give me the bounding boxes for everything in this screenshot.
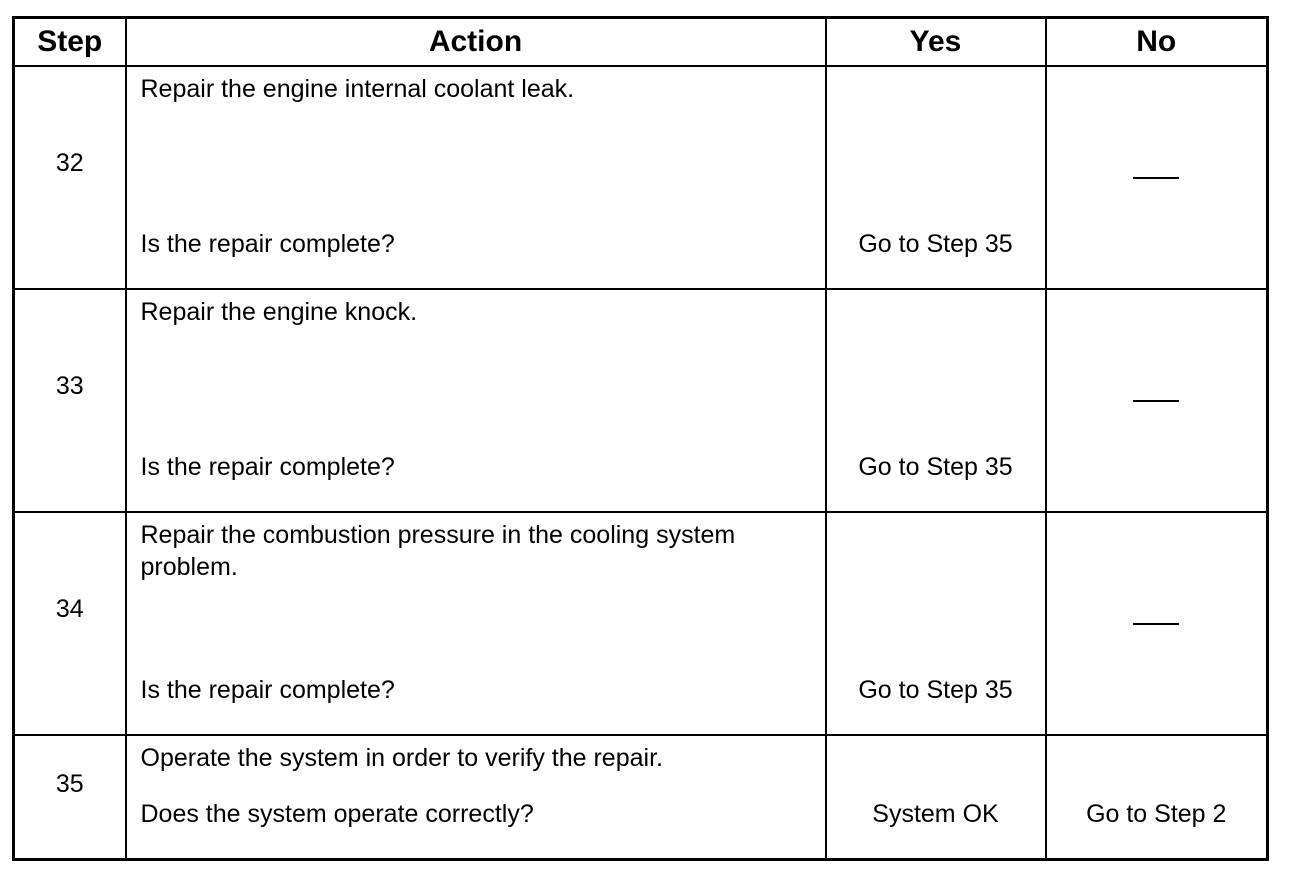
diagnostic-table: Step Action Yes No 32 Repair the engine … [12,16,1269,861]
header-row: Step Action Yes No [12,16,1269,67]
yes-result: Go to Step 35 [858,230,1013,258]
table-row-step-35: 35 Operate the system in order to verify… [12,734,1269,861]
action-cell: Repair the engine knock. Is the repair c… [124,288,827,513]
action-cell: Repair the engine internal coolant leak.… [124,65,827,290]
action-question: Does the system operate correctly? [140,800,534,828]
step-number: 32 [55,149,84,177]
no-result-dash [1133,622,1180,625]
header-yes: Yes [824,16,1047,67]
yes-result: System OK [872,800,999,828]
table-body: 32 Repair the engine internal coolant le… [12,65,1269,861]
yes-cell: System OK [824,734,1047,861]
header-step: Step [12,16,127,67]
step-cell: 35 [12,734,127,861]
no-cell [1044,511,1269,736]
step-number: 34 [55,595,84,623]
action-question: Is the repair complete? [140,676,395,704]
table-row-step-33: 33 Repair the engine knock. Is the repai… [12,288,1269,513]
yes-result: Go to Step 35 [858,676,1013,704]
action-instruction: Repair the engine knock. [140,298,418,326]
no-cell [1044,65,1269,290]
header-no: No [1044,16,1269,67]
action-instruction: Operate the system in order to verify th… [140,744,663,772]
no-cell [1044,288,1269,513]
action-question: Is the repair complete? [140,230,395,258]
step-cell: 33 [12,288,127,513]
action-instruction: Repair the combustion pressure in the co… [140,521,736,581]
action-cell: Operate the system in order to verify th… [124,734,827,861]
table-row-step-34: 34 Repair the combustion pressure in the… [12,511,1269,736]
action-cell: Repair the combustion pressure in the co… [124,511,827,736]
action-question: Is the repair complete? [140,453,395,481]
no-result-dash [1133,176,1180,179]
step-cell: 34 [12,511,127,736]
action-instruction: Repair the engine internal coolant leak. [140,75,575,103]
step-number: 35 [55,770,84,798]
no-cell: Go to Step 2 [1044,734,1269,861]
header-action: Action [124,16,827,67]
yes-result: Go to Step 35 [858,453,1013,481]
step-cell: 32 [12,65,127,290]
yes-cell: Go to Step 35 [824,65,1047,290]
no-result: Go to Step 2 [1086,800,1227,828]
no-result-dash [1133,399,1180,402]
yes-cell: Go to Step 35 [824,288,1047,513]
yes-cell: Go to Step 35 [824,511,1047,736]
table-row-step-32: 32 Repair the engine internal coolant le… [12,65,1269,290]
table-header: Step Action Yes No [12,16,1269,67]
step-number: 33 [55,372,84,400]
